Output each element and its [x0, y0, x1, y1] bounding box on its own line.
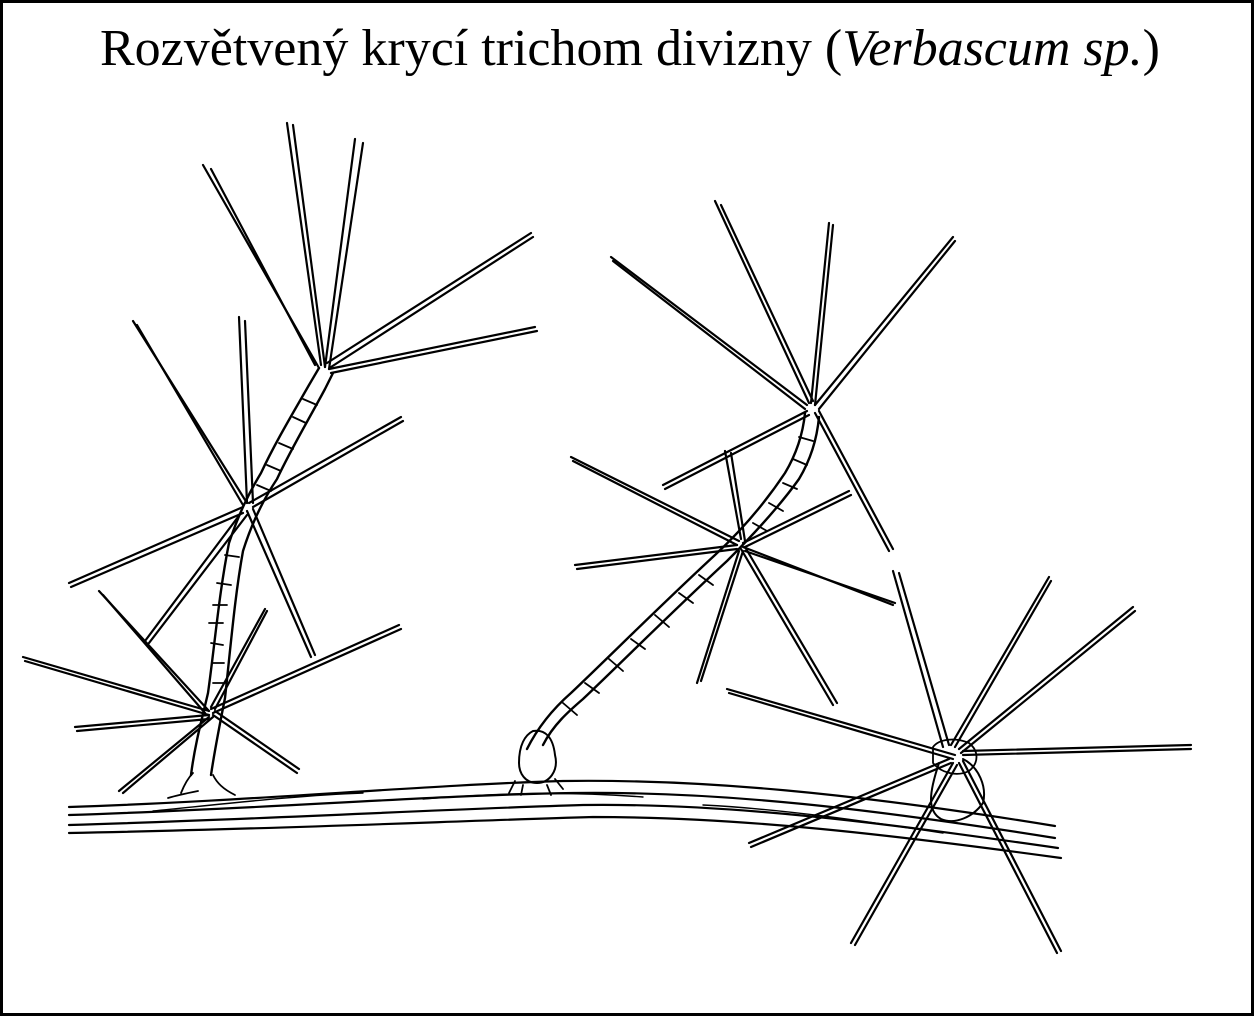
trichome-middle-rays [569, 199, 957, 707]
leaf-epidermis [67, 779, 1063, 860]
trichome-right-stellate [725, 569, 1193, 955]
title-suffix: ) [1142, 20, 1160, 77]
title-species-name: Verbascum sp. [842, 20, 1143, 77]
trichome-middle-stalk [508, 411, 821, 796]
title-prefix: Rozvětvený krycí trichom divizny ( [100, 20, 843, 77]
figure-title: Rozvětvený krycí trichom divizny (Verbas… [3, 17, 1254, 81]
trichome-drawing [21, 121, 1193, 955]
trichome-left-rays [21, 121, 539, 795]
